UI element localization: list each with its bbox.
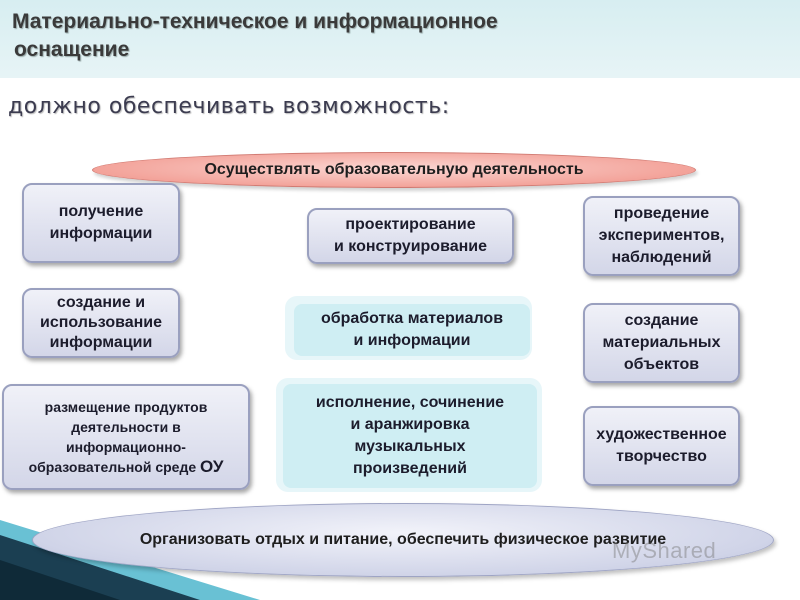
box-placing-products: размещение продуктов деятельности в инфо…: [2, 384, 250, 490]
page-title: Материально-техническое и информационное…: [12, 8, 652, 64]
bottom-oval: Организовать отдых и питание, обеспечить…: [32, 503, 774, 577]
header-band: [0, 0, 800, 78]
box-placing-products-suffix: ОУ: [200, 457, 224, 476]
top-oval-label: Осуществлять образовательную деятельност…: [204, 161, 584, 178]
box-design-construction: проектирование и конструирование: [307, 208, 514, 264]
box-experiments-label: проведение экспериментов, наблюдений: [598, 205, 725, 266]
title-line-2: оснащение: [14, 38, 130, 61]
box-getting-information: получение информации: [22, 183, 180, 263]
box-material-processing-label: обработка материалов и информации: [320, 310, 504, 349]
watermark: MyShared: [612, 538, 717, 563]
box-music-performance: исполнение, сочинение и аранжировка музы…: [283, 384, 537, 488]
box-experiments: проведение экспериментов, наблюдений: [583, 196, 740, 276]
title-line-1: Материально-техническое и информационное: [12, 10, 498, 33]
box-art-creativity: художественное творчество: [583, 406, 740, 486]
box-placing-products-label: размещение продуктов деятельности в инфо…: [29, 397, 224, 477]
box-material-processing: обработка материалов и информации: [294, 304, 530, 356]
box-creating-information-label: создание и использование информации: [39, 294, 163, 351]
box-design-construction-label: проектирование и конструирование: [333, 216, 487, 255]
box-placing-products-text: размещение продуктов деятельности в инфо…: [28, 399, 208, 475]
subtitle: должно обеспечивать возможность:: [8, 94, 450, 119]
top-oval: Осуществлять образовательную деятельност…: [92, 152, 696, 188]
box-material-objects-label: создание материальных объектов: [602, 312, 721, 373]
bottom-oval-label: Организовать отдых и питание, обеспечить…: [139, 531, 667, 548]
box-creating-information: создание и использование информации: [22, 288, 180, 358]
box-music-performance-label: исполнение, сочинение и аранжировка музы…: [315, 394, 505, 477]
box-material-objects: создание материальных объектов: [583, 303, 740, 383]
box-getting-information-label: получение информации: [49, 203, 153, 242]
box-art-creativity-label: художественное творчество: [596, 426, 727, 465]
